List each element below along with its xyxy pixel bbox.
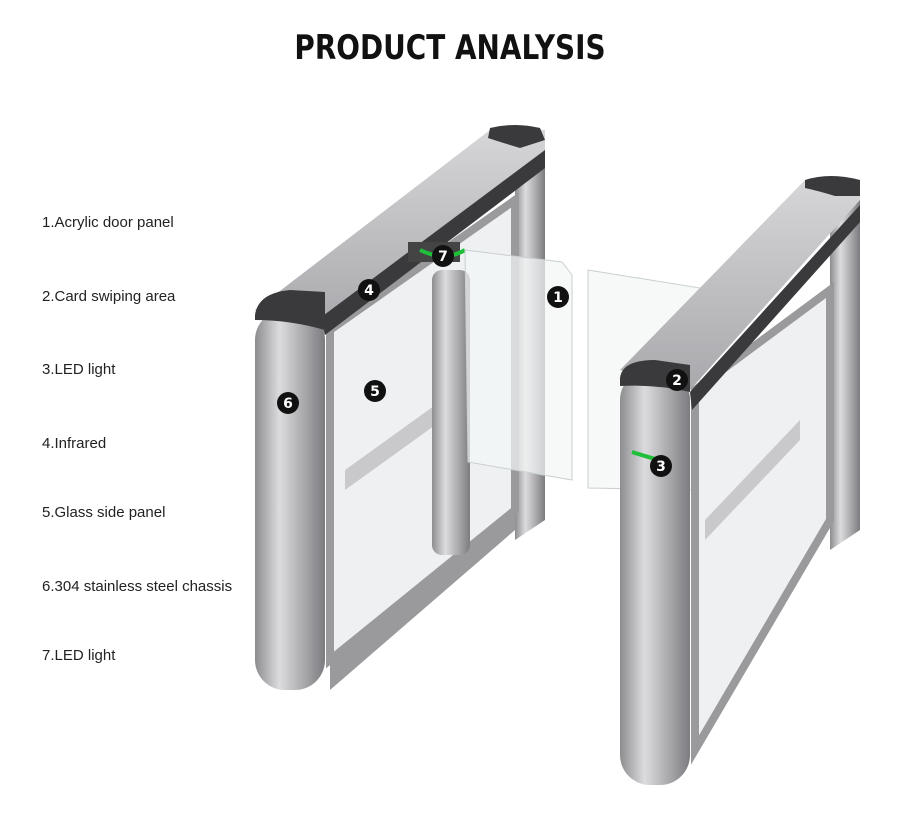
svg-text:5: 5 xyxy=(370,384,380,400)
legend-item-card-swiping-area: 2.Card swiping area xyxy=(42,288,176,305)
marker-7: 7 xyxy=(432,245,454,267)
legend-item-acrylic-door-panel: 1.Acrylic door panel xyxy=(42,214,174,231)
marker-3: 3 xyxy=(650,455,672,477)
marker-6: 6 xyxy=(277,392,299,414)
svg-text:2: 2 xyxy=(672,373,682,389)
right-gate-unit xyxy=(620,176,860,785)
marker-5: 5 xyxy=(364,380,386,402)
marker-1: 1 xyxy=(547,286,569,308)
svg-text:7: 7 xyxy=(438,249,448,265)
marker-2: 2 xyxy=(666,369,688,391)
svg-text:4: 4 xyxy=(364,283,374,299)
legend-item-led-light: 3.LED light xyxy=(42,361,116,378)
legend-item-infrared: 4.Infrared xyxy=(42,435,107,452)
page-title: PRODUCT ANALYSIS xyxy=(294,28,606,68)
callout-markers: 1 2 3 4 5 6 7 xyxy=(277,245,688,477)
svg-text:1: 1 xyxy=(553,290,563,306)
legend-item-led-light-2: 7.LED light xyxy=(42,647,116,664)
legend-item-stainless-chassis: 6.304 stainless steel chassis xyxy=(42,578,233,595)
legend-item-glass-side-panel: 5.Glass side panel xyxy=(42,504,166,521)
acrylic-door-left xyxy=(464,249,573,481)
svg-text:6: 6 xyxy=(283,396,293,412)
svg-text:3: 3 xyxy=(656,459,666,475)
marker-4: 4 xyxy=(358,279,380,301)
